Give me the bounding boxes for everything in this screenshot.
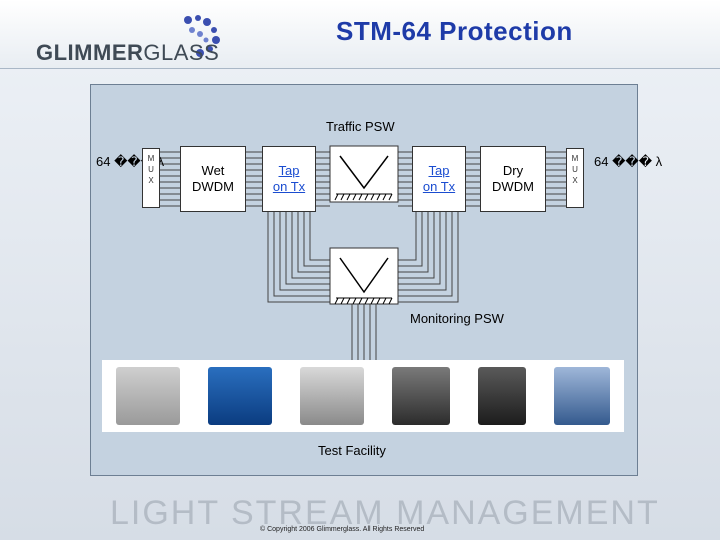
test-equipment-strip xyxy=(102,360,624,432)
glimmerglass-logo-icon xyxy=(184,15,220,57)
fiber-bundles xyxy=(160,151,566,360)
tap-right-box[interactable]: Tap on Tx xyxy=(412,146,466,212)
logo-main: GLIMMER xyxy=(36,40,144,65)
header-bar: GLIMMERGLASS STM-64 Protection xyxy=(0,0,720,69)
right-channel-label: 64 ��� λ xyxy=(594,154,663,169)
slide-title: STM-64 Protection xyxy=(336,16,573,46)
traffic-psw-switch xyxy=(329,145,399,203)
test-equipment-image-3 xyxy=(300,367,364,425)
logo-thin: GLASS xyxy=(143,40,220,65)
test-equipment-image-5 xyxy=(478,367,526,425)
traffic-psw-label: Traffic PSW xyxy=(326,119,395,134)
company-logo-text: GLIMMERGLASS xyxy=(36,40,219,66)
mux-right: M U X xyxy=(566,148,584,208)
copyright-text: © Copyright 2006 Glimmerglass. All Right… xyxy=(260,526,425,533)
monitoring-psw-label: Monitoring PSW xyxy=(410,311,504,326)
test-equipment-image-1 xyxy=(116,367,180,425)
dry-dwdm-box: Dry DWDM xyxy=(480,146,546,212)
monitoring-psw-switch xyxy=(329,247,399,305)
wet-dwdm-box: Wet DWDM xyxy=(180,146,246,212)
tap-left-box[interactable]: Tap on Tx xyxy=(262,146,316,212)
footer-watermark: LIGHT STREAM MANAGEMENT xyxy=(110,494,660,532)
test-equipment-image-2 xyxy=(208,367,272,425)
test-facility-label: Test Facility xyxy=(318,443,386,458)
test-equipment-image-4 xyxy=(392,367,450,425)
test-equipment-image-6 xyxy=(554,367,610,425)
mux-left: M U X xyxy=(142,148,160,208)
